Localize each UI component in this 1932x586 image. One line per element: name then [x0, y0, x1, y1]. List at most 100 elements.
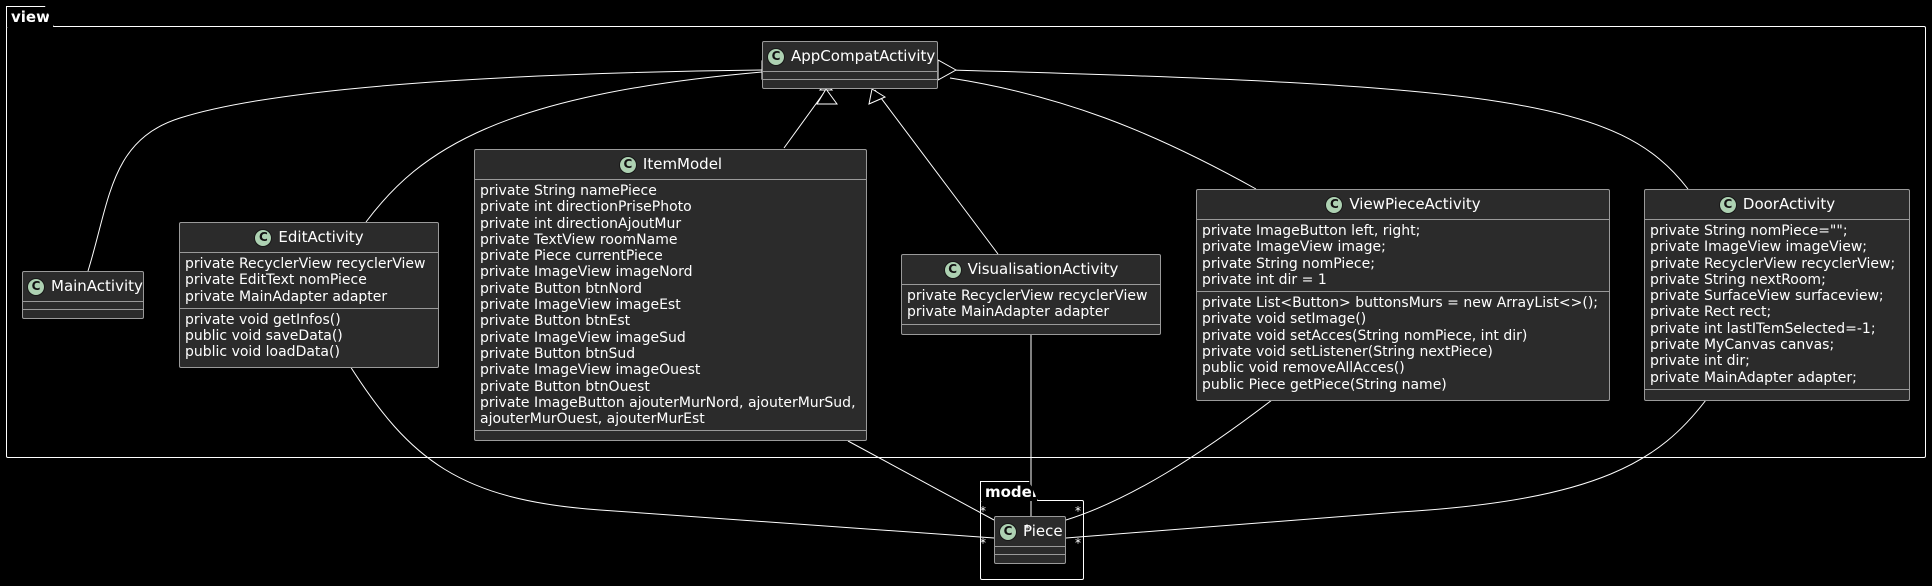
class-item-model[interactable]: C ItemModel private String namePiece pri…	[474, 149, 867, 441]
viewpiece-piece-assoc	[1065, 399, 1273, 521]
class-c-icon: C	[618, 155, 637, 174]
class-c-icon: C	[767, 47, 785, 66]
field: private Piece currentPiece	[480, 248, 663, 265]
field: private int lastITemSelected=-1;	[1650, 320, 1876, 337]
class-fields: private String namePiece private int dir…	[475, 180, 866, 432]
field: private String namePiece	[480, 183, 657, 199]
field: private int dir;	[1650, 353, 1750, 370]
field: private Button btnOuest	[480, 378, 650, 395]
field: private ImageView imageEst	[480, 297, 681, 314]
class-fields: private String nomPiece=""; private Imag…	[1645, 220, 1909, 390]
class-edit-activity[interactable]: C EditActivity private RecyclerView recy…	[179, 222, 439, 368]
field: private ImageView imageNord	[480, 264, 693, 281]
item-piece-assoc	[847, 440, 995, 521]
field: private ImageView imageOuest	[480, 362, 701, 379]
field: private ImageButton ajouterMurNord, ajou…	[480, 394, 856, 411]
field: ajouterMurOuest, ajouterMurEst	[480, 411, 705, 428]
field: private TextView roomName	[480, 231, 678, 248]
class-header: C AppCompatActivity	[763, 42, 937, 72]
item-inherits-edge	[783, 89, 827, 149]
field: private String nomPiece="";	[1650, 223, 1848, 239]
package-view	[6, 26, 1926, 458]
class-name: MainActivity	[51, 277, 143, 296]
method: public void loadData()	[185, 344, 340, 361]
edit-piece-assoc	[349, 365, 995, 539]
edit-inherits-edge	[365, 71, 763, 223]
method: public void saveData()	[185, 328, 343, 345]
method: private void setImage()	[1202, 311, 1367, 328]
multiplicity-label: *	[1075, 536, 1081, 550]
inherit-arrowhead	[816, 88, 838, 105]
field: private ImageView imageSud	[480, 329, 686, 346]
class-header: C Piece	[995, 517, 1065, 547]
method: private List<Button> buttonsMurs = new A…	[1202, 295, 1598, 312]
class-appcompat-activity[interactable]: C AppCompatActivity	[762, 41, 938, 89]
class-header: C ViewPieceActivity	[1197, 190, 1609, 220]
package-model-label: model	[985, 483, 1037, 501]
field: private ImageView imageView;	[1650, 239, 1868, 256]
inherit-arrowhead	[868, 88, 887, 105]
class-methods: private List<Button> buttonsMurs = new A…	[1197, 292, 1609, 396]
field: private RecyclerView recyclerView;	[1650, 255, 1896, 272]
class-visualisation-activity[interactable]: C VisualisationActivity private Recycler…	[901, 254, 1161, 335]
class-fields: private ImageButton left, right; private…	[1197, 220, 1609, 293]
class-header: C VisualisationActivity	[902, 255, 1160, 285]
door-inherits-edge	[949, 69, 1689, 190]
field: private int directionAjoutMur	[480, 215, 682, 232]
class-fields	[763, 72, 937, 80]
field: private MainAdapter adapter;	[1650, 369, 1857, 386]
field: private RecyclerView recyclerView	[185, 256, 426, 272]
class-name: AppCompatActivity	[791, 47, 936, 66]
class-name: ItemModel	[642, 155, 723, 174]
class-name: ViewPieceActivity	[1349, 195, 1481, 214]
class-name: Piece	[1023, 522, 1063, 541]
method: public void removeAllAcces()	[1202, 360, 1405, 377]
multiplicity-label: *	[1075, 504, 1081, 518]
class-c-icon: C	[943, 260, 962, 279]
package-model-tab: model	[980, 481, 1038, 501]
class-fields: private RecyclerView recyclerView privat…	[180, 253, 438, 309]
class-methods	[995, 555, 1065, 563]
class-fields	[23, 302, 143, 310]
main-inherits-edge	[87, 69, 763, 272]
field: private MyCanvas canvas;	[1650, 337, 1835, 354]
multiplicity-label: *	[1024, 522, 1030, 536]
field: private String nextRoom;	[1650, 271, 1826, 288]
class-c-icon: C	[254, 228, 273, 247]
class-name: DoorActivity	[1742, 195, 1836, 214]
class-view-piece-activity[interactable]: C ViewPieceActivity private ImageButton …	[1196, 189, 1610, 401]
class-methods	[902, 325, 1160, 333]
class-methods	[475, 431, 866, 439]
inherit-arrowhead	[937, 59, 958, 81]
field: private MainAdapter adapter	[907, 304, 1110, 321]
field: private Button btnEst	[480, 313, 631, 330]
class-name: EditActivity	[278, 228, 364, 247]
class-c-icon: C	[27, 277, 45, 296]
field: private ImageView image;	[1202, 239, 1386, 256]
class-door-activity[interactable]: C DoorActivity private String nomPiece="…	[1644, 189, 1910, 401]
class-main-activity[interactable]: C MainActivity	[22, 271, 144, 319]
door-piece-assoc	[1065, 399, 1707, 539]
class-piece[interactable]: C Piece	[994, 516, 1066, 564]
method: public Piece getPiece(String name)	[1202, 376, 1447, 393]
class-c-icon: C	[1325, 195, 1344, 214]
method: private void setAcces(String nomPiece, i…	[1202, 327, 1528, 344]
multiplicity-label: *	[980, 536, 986, 550]
field: private String nomPiece;	[1202, 255, 1375, 272]
field: private Button btnNord	[480, 280, 642, 297]
class-c-icon: C	[1718, 195, 1737, 214]
class-c-icon: C	[999, 522, 1017, 541]
class-header: C EditActivity	[180, 223, 438, 253]
package-view-label: view	[11, 8, 50, 26]
class-fields	[995, 547, 1065, 555]
field: private MainAdapter adapter	[185, 288, 388, 305]
class-name: VisualisationActivity	[967, 260, 1119, 279]
method: private void setListener(String nextPiec…	[1202, 344, 1493, 361]
class-header: C DoorActivity	[1645, 190, 1909, 220]
field: private ImageButton left, right;	[1202, 223, 1421, 239]
visu-inherits-edge	[874, 89, 999, 255]
class-methods: private void getInfos() public void save…	[180, 309, 438, 364]
method: private void getInfos()	[185, 311, 341, 328]
field: private Rect rect;	[1650, 304, 1772, 321]
field: private RecyclerView recyclerView	[907, 288, 1148, 304]
